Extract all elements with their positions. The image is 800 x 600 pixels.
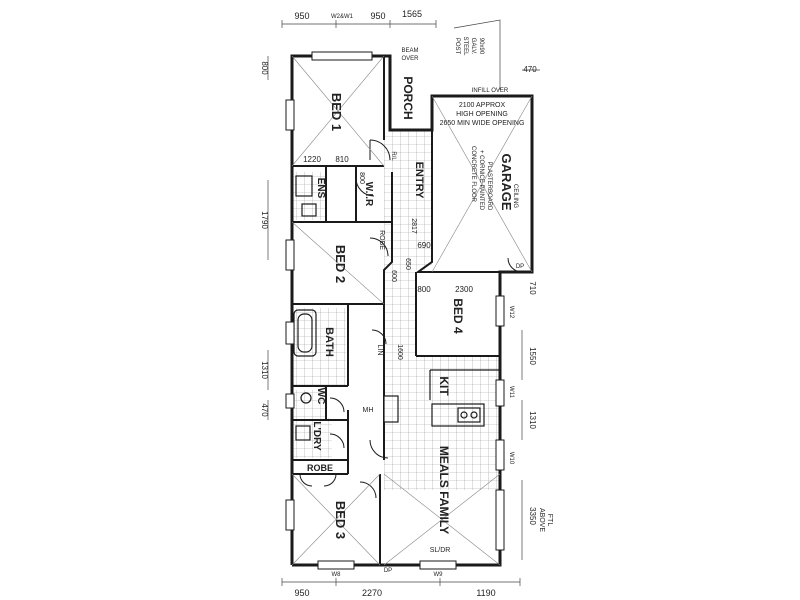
inner-walls	[292, 56, 500, 565]
dim-garage-690: 690	[417, 241, 431, 250]
dim-bed1-1220: 1220	[303, 155, 321, 164]
note-garage-ceiling-1: CONCRETE FLOOR	[470, 146, 476, 203]
room-label-bed1: BED 1	[329, 93, 344, 131]
room-label-bed2: BED 2	[333, 245, 348, 283]
note-steel-post-2: GALV.	[470, 38, 476, 55]
room-label-robe: ROBE	[307, 463, 333, 473]
door-swings	[299, 139, 523, 499]
room-labels: BED 1 PORCH ENTRY GARAGE ENS W.I.R BED 2…	[307, 76, 514, 539]
room-diagonals	[291, 55, 533, 566]
windows	[285, 51, 505, 570]
note-w9: W9	[434, 572, 444, 578]
room-label-linen: LIN	[376, 345, 383, 356]
dimension-labels: 950 950 1565 800 1790 1310 470 1220 810 …	[260, 9, 537, 598]
room-label-ldry: L'DRY	[311, 421, 322, 451]
room-label-robe-side: ROBE	[378, 230, 385, 250]
dim-left-1310: 1310	[260, 361, 269, 379]
plan-notes: 2100 APPROX HIGH OPENING 2650 MIN WIDE O…	[331, 14, 553, 578]
dim-hall-1600: 1600	[396, 344, 403, 360]
note-rl: R/L	[390, 151, 396, 161]
dim-left-800: 800	[260, 61, 269, 75]
note-meals-door: SL/DR	[430, 547, 451, 554]
dim-stair-650: 650	[404, 258, 411, 270]
note-garage-ceiling-4: CEILING	[512, 184, 518, 208]
dim-top-mid: 950	[370, 11, 385, 21]
dim-right-470: 470	[523, 65, 537, 74]
dim-bed1-810: 810	[335, 155, 349, 164]
note-steel-post-3: STEEL	[462, 36, 468, 56]
note-dp-2: DP	[516, 264, 524, 270]
room-label-wc: WC	[315, 388, 326, 405]
note-above-ftl-1: ABOVE	[538, 508, 545, 532]
note-dp-1: DP	[384, 568, 392, 574]
note-w11: W11	[508, 386, 514, 399]
dim-right-3350: 3350	[528, 507, 537, 525]
room-label-bed4: BED 4	[451, 298, 465, 334]
room-label-wir: W.I.R	[363, 182, 374, 207]
note-garage-opening-3: 2650 MIN WIDE OPENING	[440, 120, 525, 127]
note-above-ftl-2: FTL	[546, 514, 553, 527]
dim-top-right: 1565	[402, 9, 422, 19]
note-window-top: W2&W1	[331, 14, 354, 20]
dim-left-1790: 1790	[260, 211, 269, 229]
note-w8: W8	[332, 572, 342, 578]
room-label-bed3: BED 3	[333, 501, 348, 539]
room-label-entry: ENTRY	[413, 162, 425, 200]
note-beam-over: BEAM	[401, 48, 418, 54]
dim-ens-800: 800	[358, 172, 365, 184]
note-garage-opening-2: HIGH OPENING	[456, 111, 508, 118]
note-steel-post-4: POST	[454, 38, 460, 55]
dim-bed4-800: 800	[417, 285, 431, 294]
dim-bottom-2270: 2270	[362, 588, 382, 598]
dim-entry-2817: 2817	[410, 218, 417, 234]
dim-bed4-2300: 2300	[455, 285, 473, 294]
note-w12: W12	[508, 306, 514, 319]
note-garage-ceiling-2: + CORNICE PAINTED	[478, 150, 484, 211]
dim-left-470: 470	[260, 403, 269, 417]
note-steel-post-1: 90x90	[478, 38, 484, 55]
room-label-garage: GARAGE	[499, 153, 514, 210]
dim-bottom-950: 950	[294, 588, 309, 598]
room-label-bath: BATH	[323, 327, 335, 357]
note-infill: INFILL OVER	[472, 88, 509, 94]
note-w10: W10	[508, 452, 514, 465]
dim-stair-600: 600	[390, 270, 397, 282]
dimension-lines	[267, 19, 540, 586]
dim-right-710: 710	[528, 281, 537, 295]
note-mh: MH	[363, 407, 374, 414]
kitchen-island	[383, 369, 500, 427]
room-label-ens: ENS	[315, 178, 326, 199]
room-label-kit: KIT	[437, 376, 451, 396]
dim-bottom-1190: 1190	[476, 588, 495, 598]
dim-top-left: 950	[294, 11, 309, 21]
room-label-porch: PORCH	[401, 76, 415, 119]
note-beam-over-2: OVER	[401, 56, 419, 62]
dim-right-1310: 1310	[528, 411, 537, 429]
room-label-meals-family: MEALS FAMILY	[437, 446, 451, 534]
dim-right-1550: 1550	[528, 347, 537, 365]
note-garage-opening-1: 2100 APPROX	[459, 102, 506, 109]
note-garage-ceiling-3: PLASTERBOARD	[486, 162, 492, 211]
